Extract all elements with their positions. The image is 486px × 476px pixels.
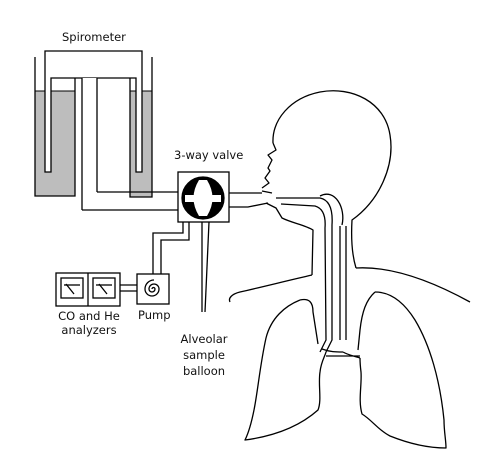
lung-right: [359, 291, 447, 449]
spirometer-bell: [44, 50, 143, 173]
label-three-way-valve: 3-way valve: [174, 148, 244, 162]
tubing: [82, 191, 269, 313]
spirometer: [34, 50, 153, 210]
gauge-icon: [60, 277, 84, 299]
pump-box: [136, 273, 170, 305]
trachea-front: [319, 193, 344, 226]
spirometer-center-tube: [82, 78, 97, 210]
label-analyzers-line2: analyzers: [61, 323, 117, 337]
head-outline: [272, 90, 392, 269]
label-balloon-line3: balloon: [182, 364, 226, 378]
label-balloon-line1: Alveolar: [180, 332, 228, 346]
spiral-icon: [144, 279, 160, 297]
spirometer-tank-left: [34, 57, 76, 197]
spirometer-water-left: [35, 91, 75, 196]
gauge-icon: [92, 277, 116, 299]
bronchi: [321, 348, 361, 359]
label-spirometer: Spirometer: [62, 30, 126, 44]
shoulder-left: [228, 274, 313, 303]
spirometer-tank-right: [129, 57, 153, 198]
label-pump: Pump: [138, 308, 171, 322]
face-profile: [261, 142, 277, 194]
analyzers: [55, 272, 137, 307]
human-figure: [228, 90, 471, 449]
lung-left: [244, 299, 327, 441]
airway-inner: [276, 197, 333, 353]
pump: [136, 273, 170, 305]
three-way-valve: [177, 171, 230, 223]
label-balloon-line2: sample: [183, 348, 225, 362]
airway-outer: [280, 203, 327, 353]
label-analyzers-line1: CO and He: [58, 309, 120, 323]
shoulder-right: [355, 267, 471, 303]
